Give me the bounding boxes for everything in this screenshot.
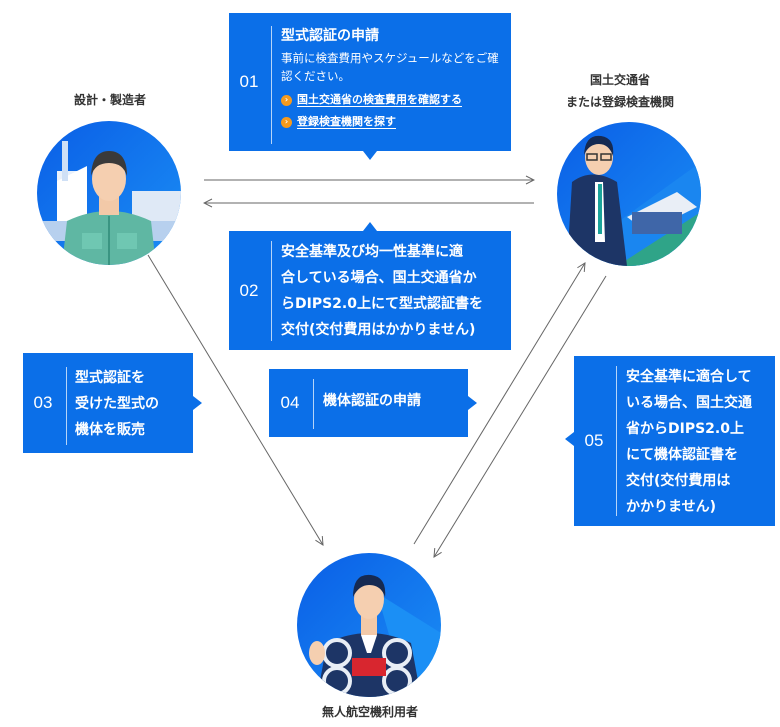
- step-01-link-inspection-fee[interactable]: ›国土交通省の検査費用を確認する: [281, 89, 505, 111]
- step-04-pointer: [468, 396, 477, 410]
- step-05-number: 05: [584, 431, 604, 450]
- ministry-avatar: [557, 122, 701, 266]
- step-01-divider: [271, 26, 272, 144]
- step-03-pointer: [193, 396, 202, 410]
- step-05-line: 省からDIPS2.0上: [626, 421, 744, 437]
- step-03-line: 機体を販売: [75, 422, 145, 438]
- step-05-line: いる場合、国土交通: [626, 395, 752, 411]
- chevron-right-icon: ›: [281, 94, 292, 106]
- step-02-line: 安全基準及び均一性基準に適: [281, 244, 463, 260]
- step-03-number: 03: [33, 393, 53, 412]
- step-01-pointer: [363, 151, 377, 160]
- ministry-label: 国土交通省 または登録検査機関: [540, 69, 700, 113]
- manufacturer-avatar: [37, 121, 181, 265]
- step-02-pointer: [363, 222, 377, 231]
- step-02-box: 02 安全基準及び均一性基準に適 合している場合、国土交通省か らDIPS2.0…: [229, 231, 511, 350]
- step-04-number: 04: [280, 393, 300, 412]
- ministry-label-line2: または登録検査機関: [565, 95, 674, 109]
- step-05-line: 交付(交付費用は: [626, 473, 731, 489]
- step-01-number: 01: [239, 72, 259, 91]
- step-01-link-find-inspection-body[interactable]: ›登録検査機関を探す: [281, 111, 505, 133]
- step-02-divider: [271, 241, 272, 341]
- arrow-user-to-ministry: [413, 263, 585, 545]
- user-label: 無人航空機利用者: [321, 705, 418, 719]
- arrow-manufacturer-to-user: [147, 254, 323, 545]
- step-02-line: 交付(交付費用はかかりません): [281, 322, 476, 338]
- arrow-ministry-to-user: [434, 275, 607, 557]
- step-02-number: 02: [239, 280, 259, 300]
- step-01-box: 01 型式認証の申請 事前に検査費用やスケジュールなどをご確認ください。 ›国土…: [229, 13, 511, 151]
- step-03-line: 型式認証を: [75, 370, 145, 386]
- step-05-box: 05 安全基準に適合して いる場合、国土交通 省からDIPS2.0上 にて機体認…: [574, 356, 775, 526]
- step-02-line: 合している場合、国土交通省か: [281, 270, 477, 286]
- chevron-right-icon: ›: [281, 116, 292, 128]
- ministry-label-line1: 国土交通省: [589, 73, 650, 87]
- step-01-title: 型式認証の申請: [281, 28, 379, 44]
- step-04-box: 04 機体認証の申請: [269, 369, 468, 437]
- step-05-line: 安全基準に適合して: [626, 369, 752, 385]
- step-05-divider: [616, 366, 617, 516]
- step-01-body: 事前に検査費用やスケジュールなどをご確認ください。: [281, 51, 499, 83]
- step-04-divider: [313, 379, 314, 429]
- step-03-line: 受けた型式の: [75, 396, 159, 412]
- user-avatar: [297, 553, 441, 697]
- step-05-line: にて機体認証書を: [626, 447, 738, 463]
- step-03-divider: [66, 367, 67, 445]
- step-05-pointer: [565, 432, 574, 446]
- manufacturer-label: 設計・製造者: [73, 93, 146, 107]
- step-05-line: かかりません): [626, 499, 716, 515]
- step-03-box: 03 型式認証を 受けた型式の 機体を販売: [23, 353, 193, 453]
- step-02-line: らDIPS2.0上にて型式認証書を: [281, 296, 483, 312]
- step-04-line: 機体認証の申請: [323, 393, 421, 409]
